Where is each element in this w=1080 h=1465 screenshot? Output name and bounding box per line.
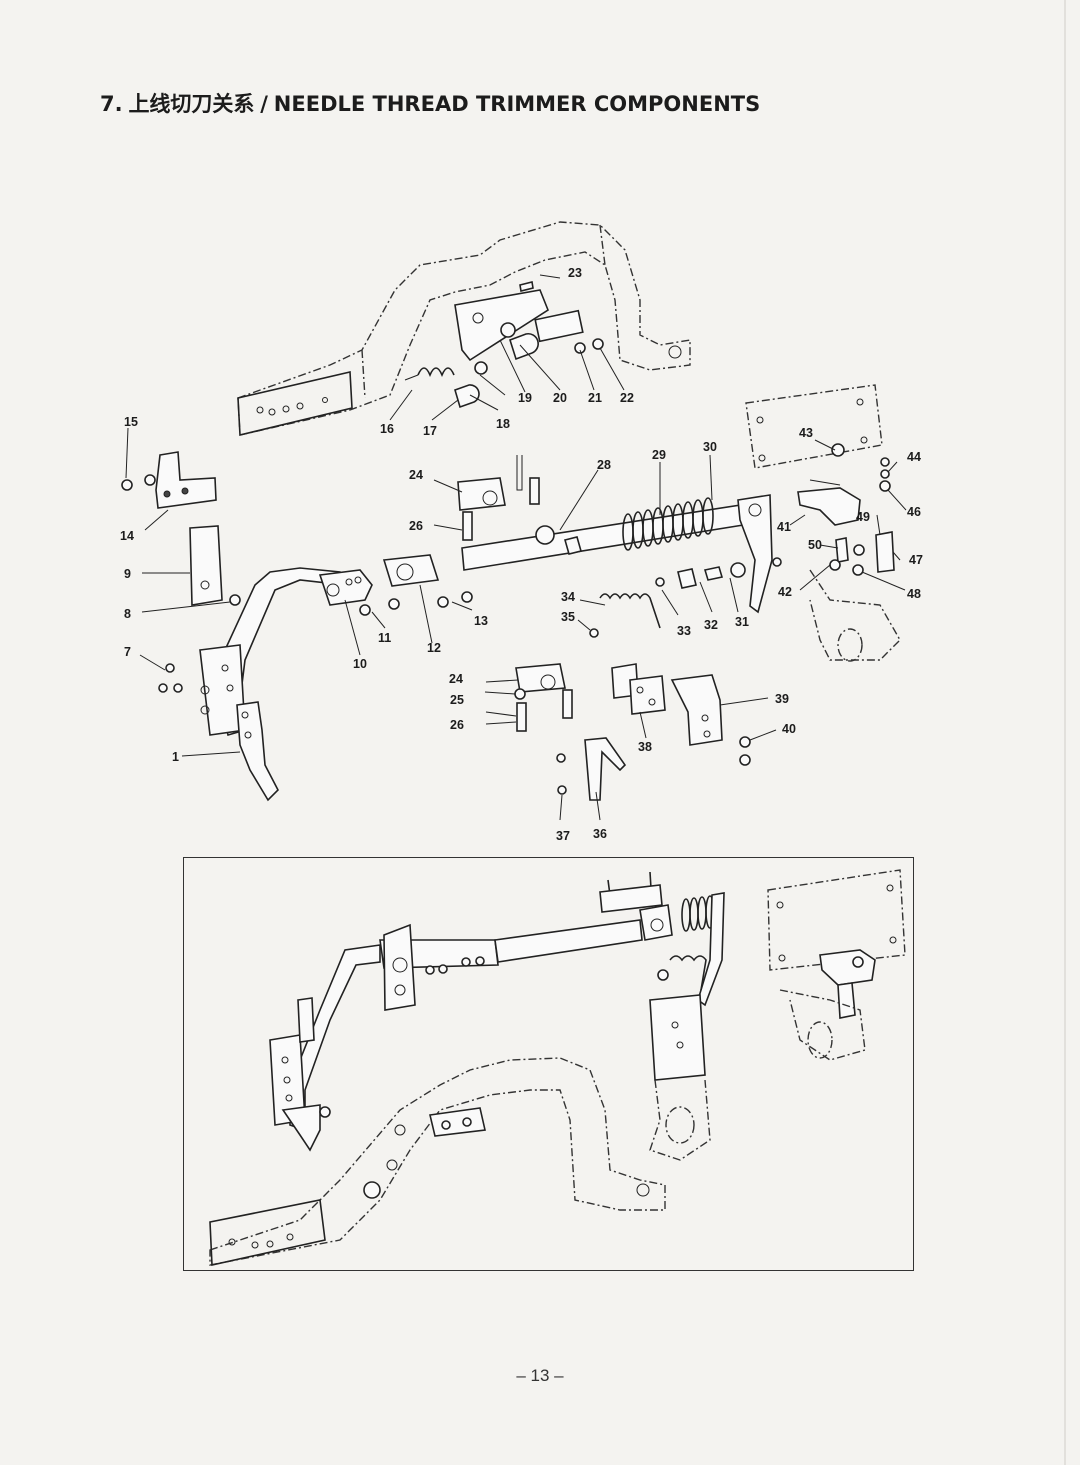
page-number: – 13 – bbox=[516, 1366, 564, 1385]
callout-16: 16 bbox=[380, 422, 394, 436]
callout-8: 8 bbox=[124, 607, 131, 621]
title-english: NEEDLE THREAD TRIMMER COMPONENTS bbox=[273, 92, 761, 116]
callout-11: 11 bbox=[378, 631, 391, 645]
callout-7: 7 bbox=[124, 645, 131, 659]
title-chinese: 上线切刀关系 bbox=[128, 92, 255, 116]
callout-17: 17 bbox=[423, 424, 437, 438]
spring-assembly bbox=[589, 562, 746, 638]
page-edge bbox=[1064, 0, 1066, 1465]
callout-42: 42 bbox=[778, 585, 792, 599]
callout-35: 35 bbox=[561, 610, 575, 624]
callout-18: 18 bbox=[496, 417, 510, 431]
callout-labels: 15 14 9 8 7 1 10 11 12 13 24 26 28 29 30… bbox=[120, 266, 923, 843]
callout-38: 38 bbox=[638, 740, 652, 754]
bed-casting-right bbox=[745, 384, 901, 662]
callout-24-upper: 24 bbox=[409, 468, 423, 482]
callout-22: 22 bbox=[620, 391, 634, 405]
callout-12: 12 bbox=[427, 641, 441, 655]
callout-48: 48 bbox=[907, 587, 921, 601]
callout-29: 29 bbox=[652, 448, 666, 462]
callout-31: 31 bbox=[735, 615, 749, 629]
clamp-lower bbox=[514, 663, 751, 801]
callout-43: 43 bbox=[799, 426, 813, 440]
callout-37: 37 bbox=[556, 829, 570, 843]
page-title: 7. 上线切刀关系 / NEEDLE THREAD TRIMMER COMPON… bbox=[100, 88, 760, 118]
callout-36: 36 bbox=[593, 827, 607, 841]
callout-32: 32 bbox=[704, 618, 718, 632]
callout-40: 40 bbox=[782, 722, 796, 736]
callout-46: 46 bbox=[907, 505, 921, 519]
callout-24-lower: 24 bbox=[449, 672, 463, 686]
trimmer-lever-arm bbox=[158, 554, 473, 802]
upper-arm-casting bbox=[237, 221, 691, 437]
title-number: 7. bbox=[100, 92, 123, 116]
callout-33: 33 bbox=[677, 624, 691, 638]
callout-19: 19 bbox=[518, 391, 532, 405]
callout-9: 9 bbox=[124, 567, 131, 581]
bracket-left bbox=[121, 451, 241, 606]
leader-lines bbox=[125, 274, 907, 821]
title-separator: / bbox=[260, 92, 268, 116]
callout-20: 20 bbox=[553, 391, 567, 405]
assembled-view-drawing bbox=[209, 869, 906, 1266]
callout-15: 15 bbox=[124, 415, 138, 429]
callout-1: 1 bbox=[172, 750, 179, 764]
callout-26-lower: 26 bbox=[450, 718, 464, 732]
trimmer-shaft bbox=[461, 494, 782, 614]
clamp-upper bbox=[457, 455, 540, 541]
callout-34: 34 bbox=[561, 590, 575, 604]
callout-14: 14 bbox=[120, 529, 134, 543]
callout-41: 41 bbox=[777, 520, 791, 534]
callout-25: 25 bbox=[450, 693, 464, 707]
callout-13: 13 bbox=[474, 614, 488, 628]
callout-50: 50 bbox=[808, 538, 822, 552]
assembled-view-frame bbox=[183, 857, 914, 1271]
callout-44: 44 bbox=[907, 450, 921, 464]
callout-39: 39 bbox=[775, 692, 789, 706]
callout-30: 30 bbox=[703, 440, 717, 454]
presser-parts-upper bbox=[404, 281, 604, 409]
callout-21: 21 bbox=[588, 391, 602, 405]
callout-26-upper: 26 bbox=[409, 519, 423, 533]
callout-28: 28 bbox=[597, 458, 611, 472]
callout-10: 10 bbox=[353, 657, 367, 671]
callout-47: 47 bbox=[909, 553, 923, 567]
callout-49: 49 bbox=[856, 510, 870, 524]
callout-23: 23 bbox=[568, 266, 582, 280]
